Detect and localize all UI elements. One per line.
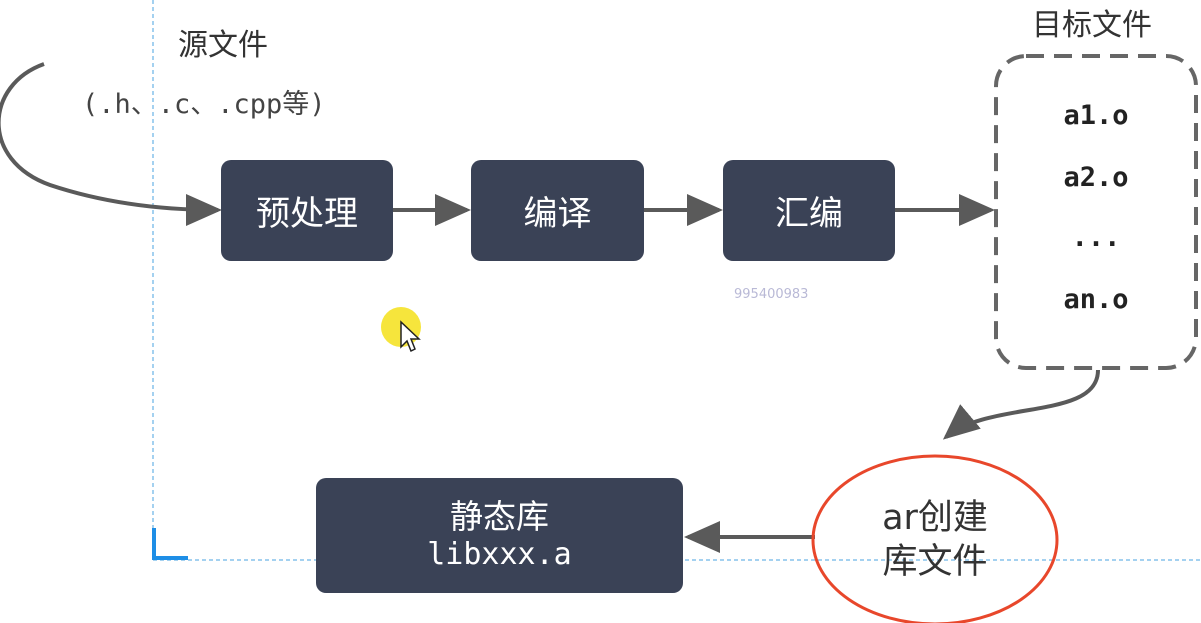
compile-label: 编译 (523, 194, 592, 234)
source-files-title: 源文件 (178, 28, 268, 63)
object-files-list: a1.o a2.o ... an.o (996, 56, 1196, 368)
guide-corner-mark (152, 528, 188, 560)
arrow-objects-to-ar (942, 369, 1100, 440)
static-library-filename: libxxx.a (427, 537, 572, 573)
target-files-title: 目标文件 (1032, 8, 1152, 43)
source-file-extensions: (.h、.c、.cpp等) (82, 89, 326, 120)
ar-step-label: ar创建 库文件 (812, 478, 1058, 603)
arrow-source-to-preprocess (0, 62, 222, 226)
object-file-item: an.o (1063, 284, 1129, 315)
assemble-stage: 汇编 (723, 160, 895, 261)
object-file-ellipsis: ... (1071, 222, 1121, 253)
ar-step-line1: ar创建 (882, 497, 988, 538)
object-file-item: a1.o (1063, 100, 1129, 131)
watermark-text: 995400983 (734, 287, 809, 302)
static-library-box: 静态库 libxxx.a (316, 478, 683, 593)
static-library-title: 静态库 (450, 497, 549, 537)
preprocess-label: 预处理 (256, 194, 358, 234)
assemble-label: 汇编 (775, 194, 843, 234)
preprocess-stage: 预处理 (221, 160, 393, 261)
ar-step-ellipse (811, 454, 1059, 623)
ar-step-line2: 库文件 (882, 541, 988, 582)
object-file-item: a2.o (1063, 162, 1129, 193)
mouse-pointer-icon (400, 320, 421, 353)
compile-stage: 编译 (471, 160, 644, 261)
object-files-container (994, 54, 1198, 370)
